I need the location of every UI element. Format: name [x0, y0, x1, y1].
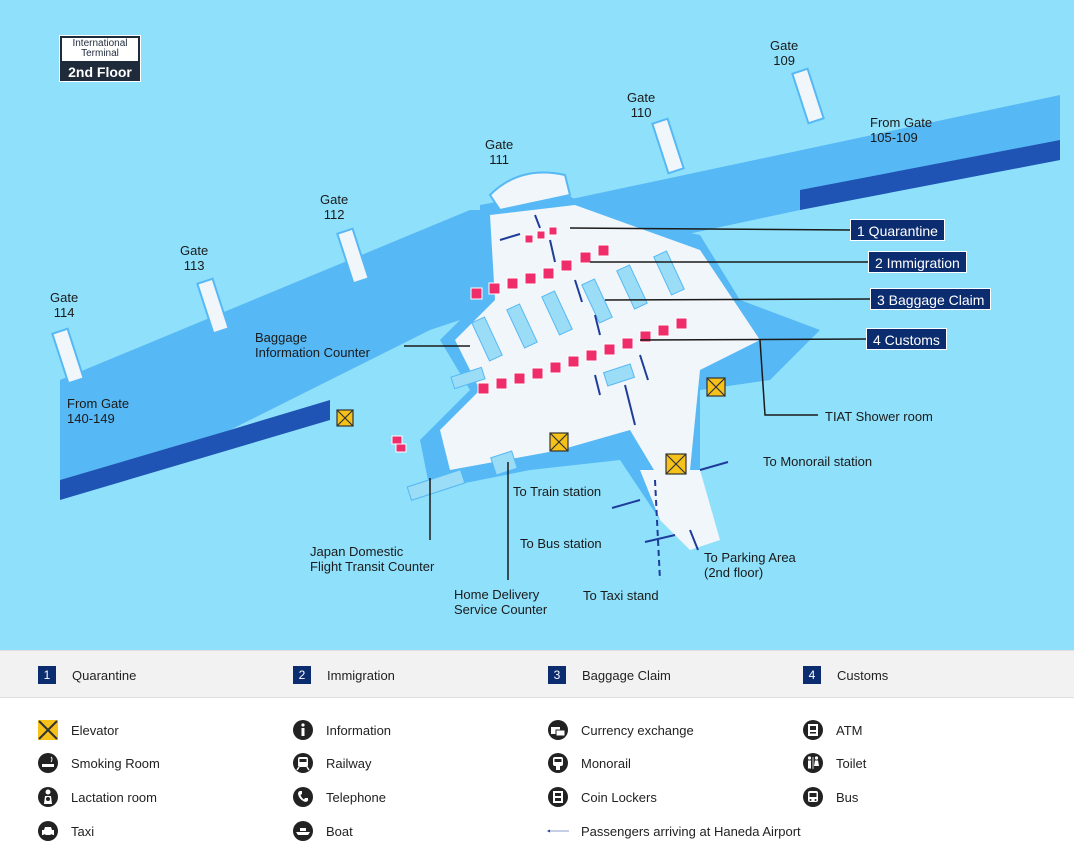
legend-label: Bus: [836, 789, 859, 805]
step-number: 1: [38, 666, 56, 684]
right-concourse-edge: [800, 140, 1060, 210]
currency-exchange-icon: [548, 720, 568, 740]
to-parking-label: To Parking Area (2nd floor): [704, 550, 796, 580]
to-bus-label: To Bus station: [520, 536, 602, 551]
legend-coin-lockers: Coin Lockers: [547, 785, 657, 809]
step-label: Baggage Claim: [582, 667, 671, 683]
legend-step-baggage-claim: 3 Baggage Claim: [548, 665, 671, 685]
legend-boat: Boat: [292, 819, 353, 843]
legend-label: Boat: [326, 823, 353, 839]
left-concourse-edge: [60, 400, 330, 500]
counter-booths: [391, 226, 688, 453]
gate-110-label: Gate 110: [627, 90, 656, 120]
gate-112-label: Gate 112: [320, 192, 349, 222]
arrow-icon: [547, 829, 569, 833]
home-delivery-counter-label: Home Delivery Service Counter: [454, 587, 548, 617]
callout-leader-lines: [404, 227, 871, 580]
legend-label: Elevator: [71, 722, 119, 738]
legend-elevator: Elevator: [37, 718, 119, 742]
legend-label: Telephone: [326, 789, 386, 805]
toilet-icon: [803, 753, 823, 773]
step-label: Quarantine: [72, 667, 137, 683]
legend-label: Railway: [326, 755, 372, 771]
legend-step-quarantine: 1 Quarantine: [38, 665, 136, 685]
map-tag-customs: 4 Customs: [866, 328, 947, 350]
map-graphic: [0, 0, 1074, 650]
to-train-label: To Train station: [513, 484, 602, 499]
to-taxi-label: To Taxi stand: [583, 588, 659, 603]
gate-113-label: Gate 113: [180, 243, 209, 273]
japan-domestic-counter-label: Japan Domestic Flight Transit Counter: [310, 544, 435, 574]
to-monorail-label: To Monorail station: [763, 454, 873, 469]
legend-label: Taxi: [71, 823, 95, 839]
bus-icon: [803, 787, 823, 807]
gate-109-label: Gate 109: [770, 38, 799, 68]
map-tag-immigration: 2 Immigration: [868, 251, 967, 273]
legend-step-immigration: 2 Immigration: [293, 665, 395, 685]
floor-badge-level: 2nd Floor: [68, 64, 132, 80]
legend-bus: Bus: [802, 785, 858, 809]
taxi-icon: [38, 821, 58, 841]
elevator-markers: [336, 377, 726, 475]
right-concourse: [520, 95, 1060, 300]
baggage-information-counter-label: Baggage Information Counter: [255, 330, 370, 360]
legend-step-customs: 4 Customs: [803, 665, 888, 685]
lactation-room-icon: [38, 787, 58, 807]
from-gate-105-109-label: From Gate 105-109: [870, 115, 933, 145]
legend-arriving-passengers: Passengers arriving at Haneda Airport: [547, 819, 801, 843]
legend-information: Information: [292, 718, 391, 742]
legend-label: Smoking Room: [71, 755, 160, 771]
monorail-icon: [548, 753, 568, 773]
passenger-route-arrows: [499, 214, 729, 581]
left-concourse: [60, 210, 520, 480]
baggage-carousels: [406, 250, 685, 501]
legend-currency-exchange: Currency exchange: [547, 718, 694, 742]
map-tag-baggage-claim: 3 Baggage Claim: [870, 288, 992, 310]
step-number: 4: [803, 666, 821, 684]
legend-toilet: Toilet: [802, 751, 866, 775]
railway-icon: [293, 753, 313, 773]
legend-label: Toilet: [836, 755, 867, 771]
step-number: 2: [293, 666, 311, 684]
legend-smoking-room: Smoking Room: [37, 751, 160, 775]
smoking-room-icon: [38, 753, 58, 773]
legend-label: Currency exchange: [581, 722, 694, 738]
telephone-icon: [293, 787, 313, 807]
legend-lactation-room: Lactation room: [37, 785, 157, 809]
legend-label: Lactation room: [71, 789, 157, 805]
gate-114-label: Gate 114: [50, 290, 79, 320]
map-tag-quarantine: 1 Quarantine: [850, 219, 945, 241]
legend-label: ATM: [836, 722, 863, 738]
step-label: Immigration: [327, 667, 395, 683]
exit-corridor: [640, 470, 720, 550]
legend-label: Information: [326, 722, 392, 738]
step-label: Customs: [837, 667, 889, 683]
step-legend: 1 Quarantine 2 Immigration 3 Baggage Cla…: [0, 650, 1074, 698]
legend-label: Monorail: [581, 755, 631, 771]
legend-railway: Railway: [292, 751, 372, 775]
legend-monorail: Monorail: [547, 751, 631, 775]
gate-jetways: [51, 67, 825, 385]
elevator-icon: [38, 720, 58, 740]
coin-lockers-icon: [548, 787, 568, 807]
legend-label: Coin Lockers: [581, 789, 657, 805]
from-gate-140-149-label: From Gate 140-149: [67, 396, 130, 426]
icon-legend: Elevator Smoking Room Lactation room Tax…: [0, 698, 1074, 863]
legend-telephone: Telephone: [292, 785, 386, 809]
legend-taxi: Taxi: [37, 819, 94, 843]
boat-icon: [293, 821, 313, 841]
arrival-hall-floor: [440, 205, 760, 480]
legend-atm: ATM: [802, 718, 862, 742]
tiat-shower-room-label: TIAT Shower room: [825, 409, 933, 424]
step-number: 3: [548, 666, 566, 684]
atm-icon: [803, 720, 823, 740]
legend-label: Passengers arriving at Haneda Airport: [581, 823, 801, 839]
gate-111-label: Gate 111: [485, 137, 514, 167]
information-icon: [293, 720, 313, 740]
